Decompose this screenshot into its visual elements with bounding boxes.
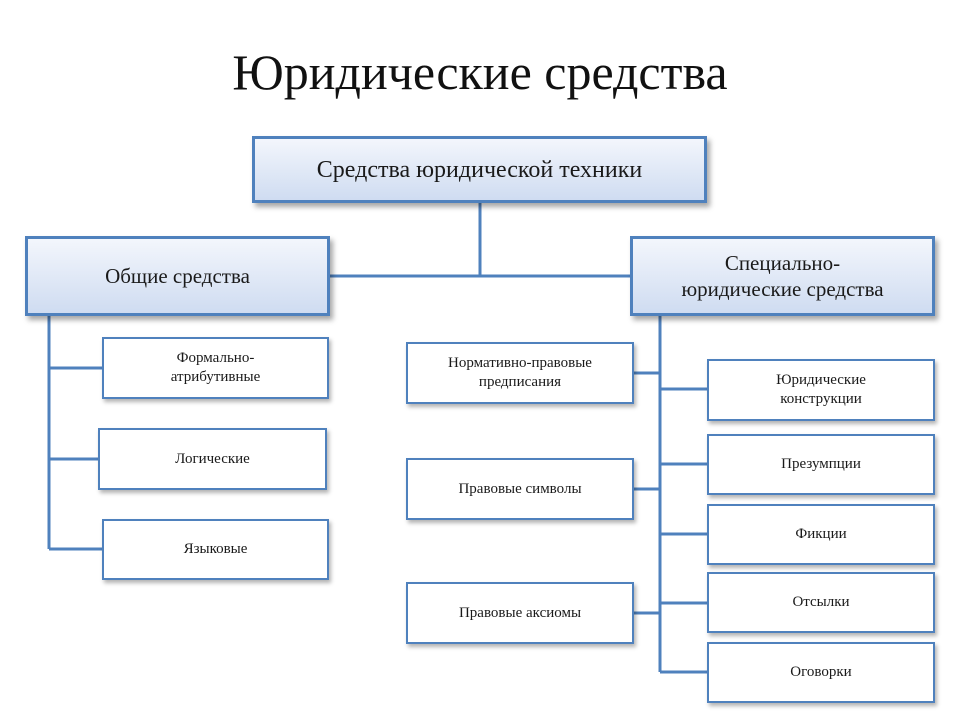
- general-child-formal: Формально- атрибутивные: [102, 337, 329, 399]
- special-right-child-label: Презумпции: [781, 456, 861, 473]
- general-node-label: Общие средства: [105, 263, 250, 288]
- special-left-child-label: Правовые символы: [458, 480, 582, 497]
- special-node: Специально- юридические средства: [630, 236, 935, 316]
- special-right-child-label: Юридические конструкции: [776, 372, 866, 407]
- general-node: Общие средства: [25, 236, 330, 316]
- special-left-child-norms: Нормативно-правовые предписания: [406, 342, 634, 404]
- special-left-child-axioms: Правовые аксиомы: [406, 582, 634, 644]
- special-right-child-references: Отсылки: [707, 572, 935, 633]
- general-child-label: Языковые: [183, 541, 248, 558]
- special-left-child-symbols: Правовые символы: [406, 458, 634, 520]
- special-right-child-label: Отсылки: [792, 594, 850, 611]
- special-right-child-presumptions: Презумпции: [707, 434, 935, 495]
- general-child-language: Языковые: [102, 519, 329, 580]
- root-node-label: Средства юридической техники: [316, 156, 643, 183]
- general-child-label: Логические: [175, 450, 250, 467]
- general-child-logical: Логические: [98, 428, 327, 490]
- special-left-child-label: Нормативно-правовые предписания: [448, 355, 592, 390]
- root-node: Средства юридической техники: [252, 136, 707, 203]
- special-left-child-label: Правовые аксиомы: [458, 604, 582, 621]
- slide-title: Юридические средства: [232, 44, 728, 100]
- special-right-child-label: Фикции: [795, 526, 847, 543]
- special-node-label: Специально- юридические средства: [681, 250, 884, 301]
- special-right-child-constructions: Юридические конструкции: [707, 359, 935, 421]
- general-child-label: Формально- атрибутивные: [170, 350, 261, 385]
- special-right-child-fictions: Фикции: [707, 504, 935, 565]
- special-right-child-label: Оговорки: [790, 664, 852, 681]
- special-right-child-reservations: Оговорки: [707, 642, 935, 703]
